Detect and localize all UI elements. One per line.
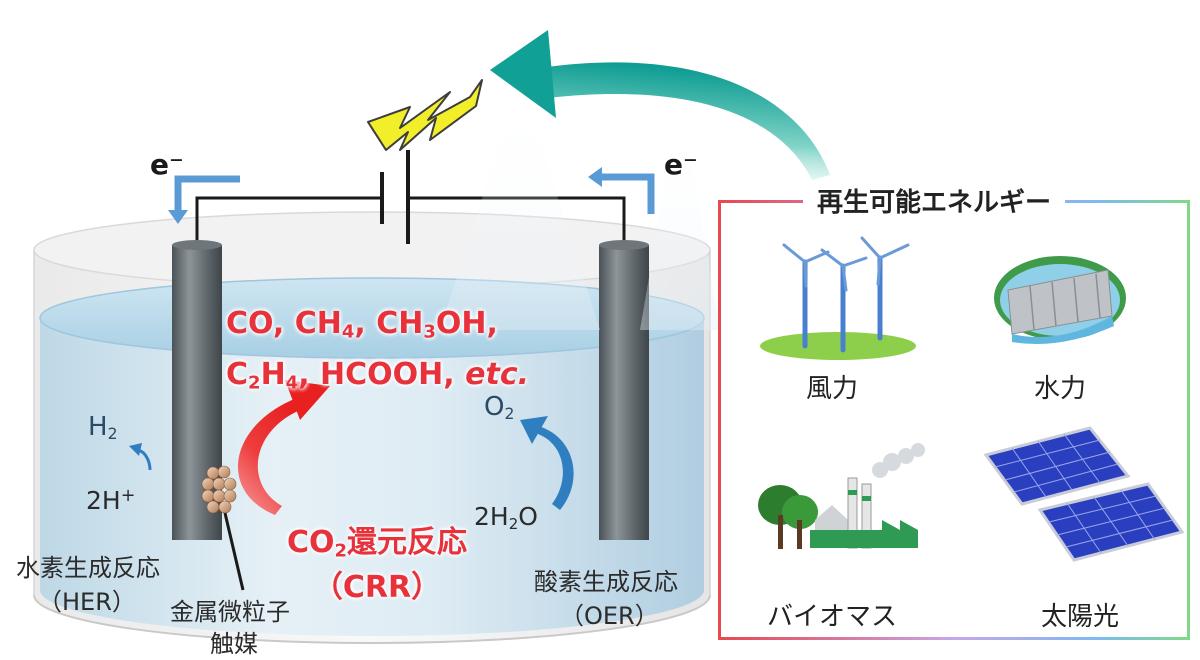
o2-label-sub: 2 [504, 404, 515, 423]
product-line2-part: etc. [465, 356, 529, 392]
product-line1-part: 4 [341, 321, 355, 343]
o2-label: O2 [484, 392, 514, 423]
her-abbr: （HER） [38, 588, 136, 616]
electron-label-right: e⁻ [664, 148, 698, 181]
light-rays [440, 80, 720, 330]
product-line2-part: 2 [248, 372, 261, 393]
product-line1-part: 3 [423, 321, 436, 343]
cathode-electrode [172, 240, 222, 540]
product-line2-part: 4 [285, 372, 299, 393]
wind-label: 風力 [805, 374, 858, 404]
oer-arrow-icon [535, 425, 574, 510]
o2-label-main: O [484, 392, 505, 422]
lightning-bolt-icon [367, 79, 483, 151]
h2-label-sub: 2 [107, 424, 118, 443]
oer-arrowhead-icon [520, 416, 548, 444]
electron-label-left: e⁻ [150, 148, 184, 181]
her-name: 水素生成反応 [16, 554, 160, 582]
water-label-post: O [518, 502, 538, 531]
renewable-power-arrow-icon [540, 62, 830, 180]
renewable-energy-panel [718, 200, 1190, 640]
catalyst-particles-icon [201, 465, 245, 591]
crr-abbr: （CRR） [312, 569, 442, 605]
renewable-power-arrowhead-icon [490, 30, 556, 118]
oer-abbr: （OER） [560, 602, 659, 630]
electron-arrow-right-icon [588, 167, 655, 214]
crr-name-pre: CO [286, 525, 335, 560]
crr-name: CO2還元反応 [262, 525, 492, 570]
proton-label-sup: + [120, 486, 136, 507]
her-arrowhead-icon [129, 443, 142, 456]
crr-arrowhead-icon [285, 380, 330, 420]
electron-arrow-left-icon [168, 175, 240, 224]
crr-arrow-icon [237, 395, 305, 515]
solar-label: 太陽光 [1040, 602, 1119, 632]
anode-electrode [599, 240, 649, 540]
h2-label: H2 [88, 412, 117, 443]
product-line2-part: , HCOOH, [298, 356, 466, 392]
proton-label: 2H+ [86, 486, 135, 515]
crr-products: CO, CH4, CH3OH, C2H4, HCOOH, etc. [226, 303, 529, 404]
water-label-pre: 2H [474, 502, 509, 531]
product-line2-part: H [260, 356, 286, 392]
crr-name-sub: 2 [334, 540, 348, 562]
catalyst-label-line2: 触媒 [210, 630, 258, 658]
water-label-sub: 2 [508, 514, 519, 533]
proton-label-main: 2H [86, 486, 121, 515]
biomass-label: バイオマス [766, 602, 897, 632]
crr-name-post: 還元反応 [347, 525, 468, 560]
renewable-energy-title: 再生可能エネルギー [803, 182, 1066, 219]
water-label: 2H2O [474, 502, 538, 533]
crr-products-line1: CO, CH4, CH3OH, [226, 303, 529, 354]
product-line2-part: C [226, 356, 249, 392]
circuit-wire [195, 196, 626, 245]
product-line1-part: OH, [435, 306, 498, 341]
oer-name: 酸素生成反応 [534, 568, 678, 596]
product-line1-part: CO, CH [226, 306, 342, 341]
h2-label-main: H [88, 412, 108, 442]
battery-icon [380, 150, 410, 244]
crr-label: CO2還元反応 （CRR） [262, 525, 492, 606]
product-line1-part: , CH [354, 306, 424, 341]
catalyst-label-line1: 金属微粒子 [170, 598, 290, 626]
crr-products-line2: C2H4, HCOOH, etc. [226, 354, 529, 405]
hydro-label: 水力 [1033, 374, 1086, 404]
